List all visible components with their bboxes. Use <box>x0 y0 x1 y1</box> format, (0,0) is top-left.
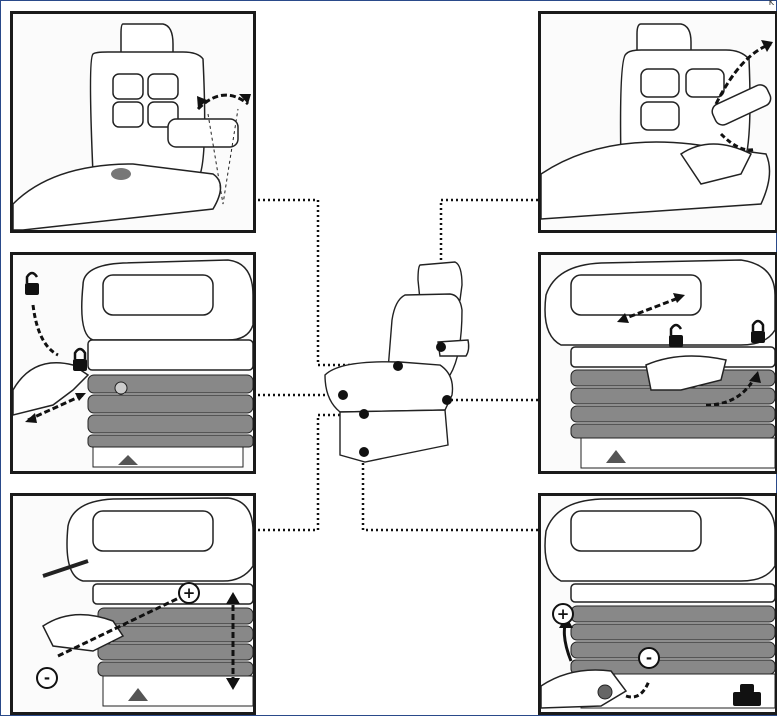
panel-seat-cushion-slide <box>538 252 777 474</box>
plus-sign: + <box>557 605 570 623</box>
panel-fore-aft-slide <box>10 252 256 474</box>
plus-sign: + <box>183 584 196 602</box>
armrest-fold-illustration <box>541 14 775 230</box>
panel-armrest-fold <box>538 11 777 233</box>
corner-mark: K <box>769 0 774 7</box>
minus-sign: - <box>646 649 652 667</box>
backrest-tilt-arrow-icon <box>198 95 248 109</box>
backrest-angle-illustration <box>13 14 253 230</box>
minus-sign: - <box>44 669 50 687</box>
height-adjust-illustration: + - <box>13 496 253 712</box>
weight-adjust-illustration: + - <box>541 496 775 712</box>
lock-unlock-icon <box>25 273 87 371</box>
panel-weight-adjust: + - <box>538 493 777 715</box>
panel-height-adjust: + - <box>10 493 256 715</box>
fore-aft-slide-illustration <box>13 255 253 471</box>
panel-backrest-angle <box>10 11 256 233</box>
seat-cushion-slide-illustration <box>541 255 775 471</box>
